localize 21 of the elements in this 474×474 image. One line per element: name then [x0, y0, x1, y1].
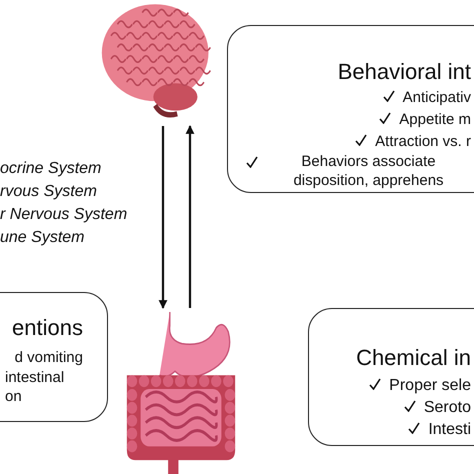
system-label: une System [0, 229, 84, 247]
list-item: d vomiting [14, 348, 83, 368]
arrow [186, 125, 194, 308]
box-heading: entions [12, 315, 83, 341]
text-box [308, 308, 474, 446]
list-item: Proper sele [389, 376, 471, 396]
list-item: Attraction vs. r [375, 132, 471, 152]
box-heading: Behavioral int [338, 59, 471, 85]
system-label: ocrine System [0, 160, 102, 178]
text-box [0, 292, 108, 422]
system-label: rvous System [0, 183, 97, 201]
list-item: Seroto [424, 398, 471, 418]
arrow [158, 126, 168, 309]
box-heading: Chemical in [356, 345, 471, 371]
list-item: Appetite m [399, 110, 471, 130]
list-item: intestinal on [5, 369, 66, 406]
list-item: Anticipativ [402, 88, 471, 108]
list-item: Behaviors associate disposition, apprehens [292, 153, 445, 190]
list-item: Intesti [428, 420, 471, 440]
system-label: r Nervous System [0, 206, 128, 224]
text-box [227, 25, 474, 193]
